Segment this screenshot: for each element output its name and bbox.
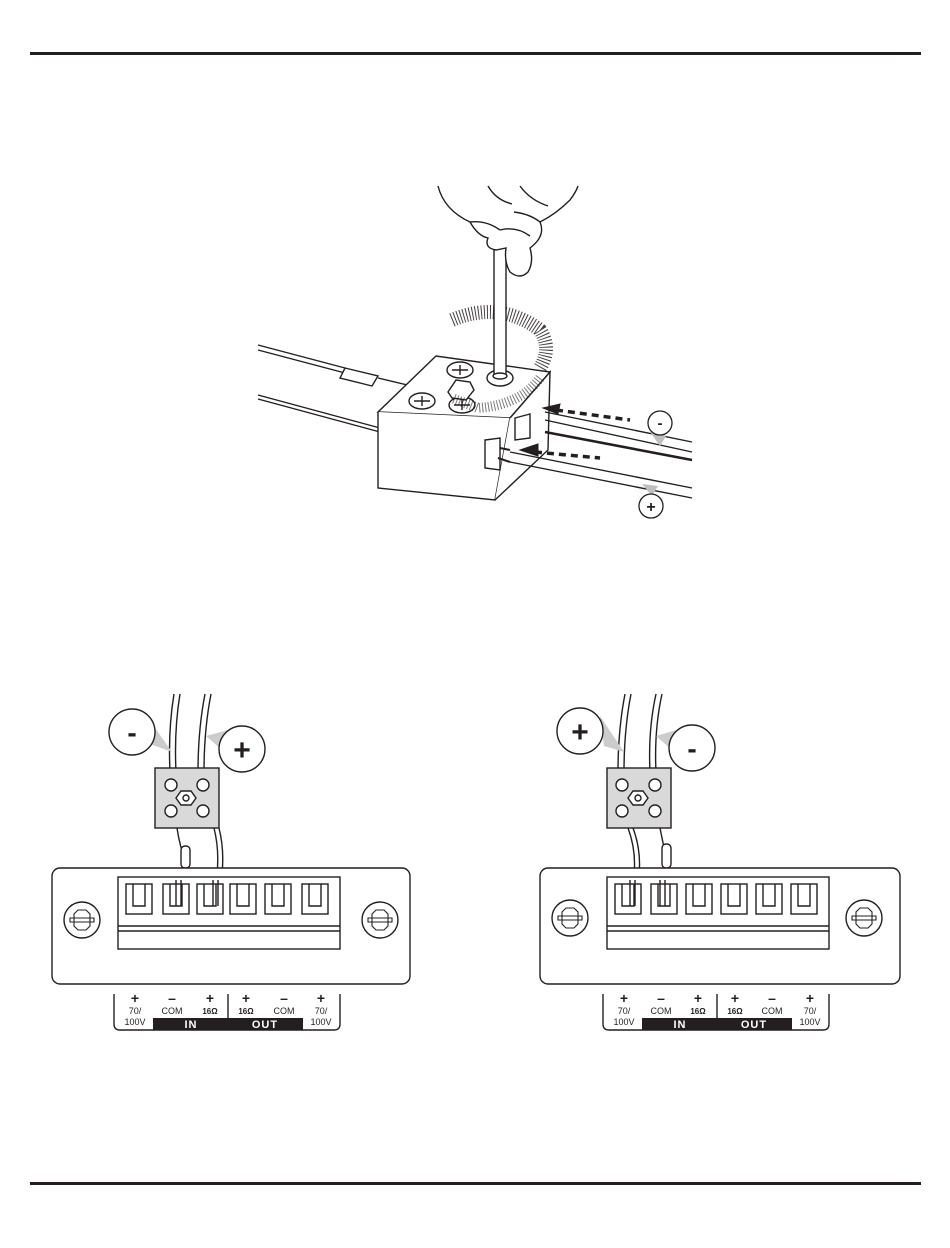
hand — [438, 186, 578, 276]
splice-illustration — [258, 186, 692, 500]
wire-plus-1 — [510, 452, 692, 488]
svg-text:+: + — [242, 990, 250, 1006]
svg-text:+: + — [806, 990, 814, 1006]
heat-shrink-right — [662, 844, 671, 868]
wire-left-upper — [258, 345, 345, 368]
wire-left-lower — [258, 395, 380, 428]
callout-right-plus: + — [557, 708, 624, 754]
callout-top-plus: + — [639, 484, 663, 518]
svg-text:16Ω: 16Ω — [202, 1007, 218, 1016]
svg-text:16Ω: 16Ω — [690, 1007, 706, 1016]
svg-text:COM: COM — [651, 1006, 672, 1016]
svg-text:70/: 70/ — [129, 1006, 142, 1016]
svg-text:+: + — [206, 990, 214, 1006]
svg-text:+: + — [131, 990, 139, 1006]
svg-text:70/: 70/ — [315, 1006, 328, 1016]
svg-text:100V: 100V — [613, 1017, 634, 1027]
svg-text:100V: 100V — [799, 1017, 820, 1027]
callout-top-plus-text: + — [646, 499, 655, 516]
svg-text:–: – — [168, 990, 176, 1006]
label-in-right: IN — [674, 1019, 687, 1031]
wire-left-upper-2 — [258, 350, 345, 373]
label-in-left: IN — [185, 1019, 198, 1031]
heat-shrink-left — [181, 846, 190, 868]
screwdriver — [493, 240, 507, 379]
callout-top-minus: - — [648, 411, 672, 446]
callout-left-plus-text: + — [233, 734, 251, 767]
callout-left-minus: - — [109, 709, 172, 755]
callout-right-minus-text: - — [687, 733, 696, 764]
svg-text:70/: 70/ — [618, 1006, 631, 1016]
wire-plus-2 — [510, 462, 692, 498]
insert-arrow-minus — [556, 410, 630, 420]
svg-text:COM: COM — [762, 1006, 783, 1016]
callout-right-minus: - — [656, 725, 715, 771]
in-out-strip-left — [153, 1018, 303, 1030]
svg-text:+: + — [620, 990, 628, 1006]
heat-shrink — [340, 368, 378, 386]
svg-text:COM: COM — [274, 1006, 295, 1016]
svg-text:–: – — [280, 990, 288, 1006]
label-out-left: OUT — [252, 1019, 278, 1031]
svg-text:+: + — [694, 990, 702, 1006]
callout-left-plus: + — [206, 726, 265, 772]
svg-text:–: – — [657, 990, 665, 1006]
svg-text:+: + — [731, 990, 739, 1006]
callout-top-minus-text: - — [658, 415, 663, 432]
wire-left-lower-2 — [258, 399, 380, 432]
svg-text:–: – — [768, 990, 776, 1006]
svg-text:16Ω: 16Ω — [238, 1007, 254, 1016]
callout-right-plus-text: + — [571, 716, 589, 749]
svg-text:70/: 70/ — [804, 1006, 817, 1016]
svg-text:COM: COM — [162, 1006, 183, 1016]
svg-text:+: + — [317, 990, 325, 1006]
label-out-right: OUT — [741, 1019, 767, 1031]
in-out-strip-right — [642, 1018, 792, 1030]
callout-left-minus-text: - — [127, 717, 136, 748]
wire-left-minus-a — [170, 694, 175, 772]
svg-text:100V: 100V — [310, 1017, 331, 1027]
svg-text:16Ω: 16Ω — [727, 1007, 743, 1016]
terminal-block — [378, 356, 550, 500]
svg-text:100V: 100V — [124, 1017, 145, 1027]
